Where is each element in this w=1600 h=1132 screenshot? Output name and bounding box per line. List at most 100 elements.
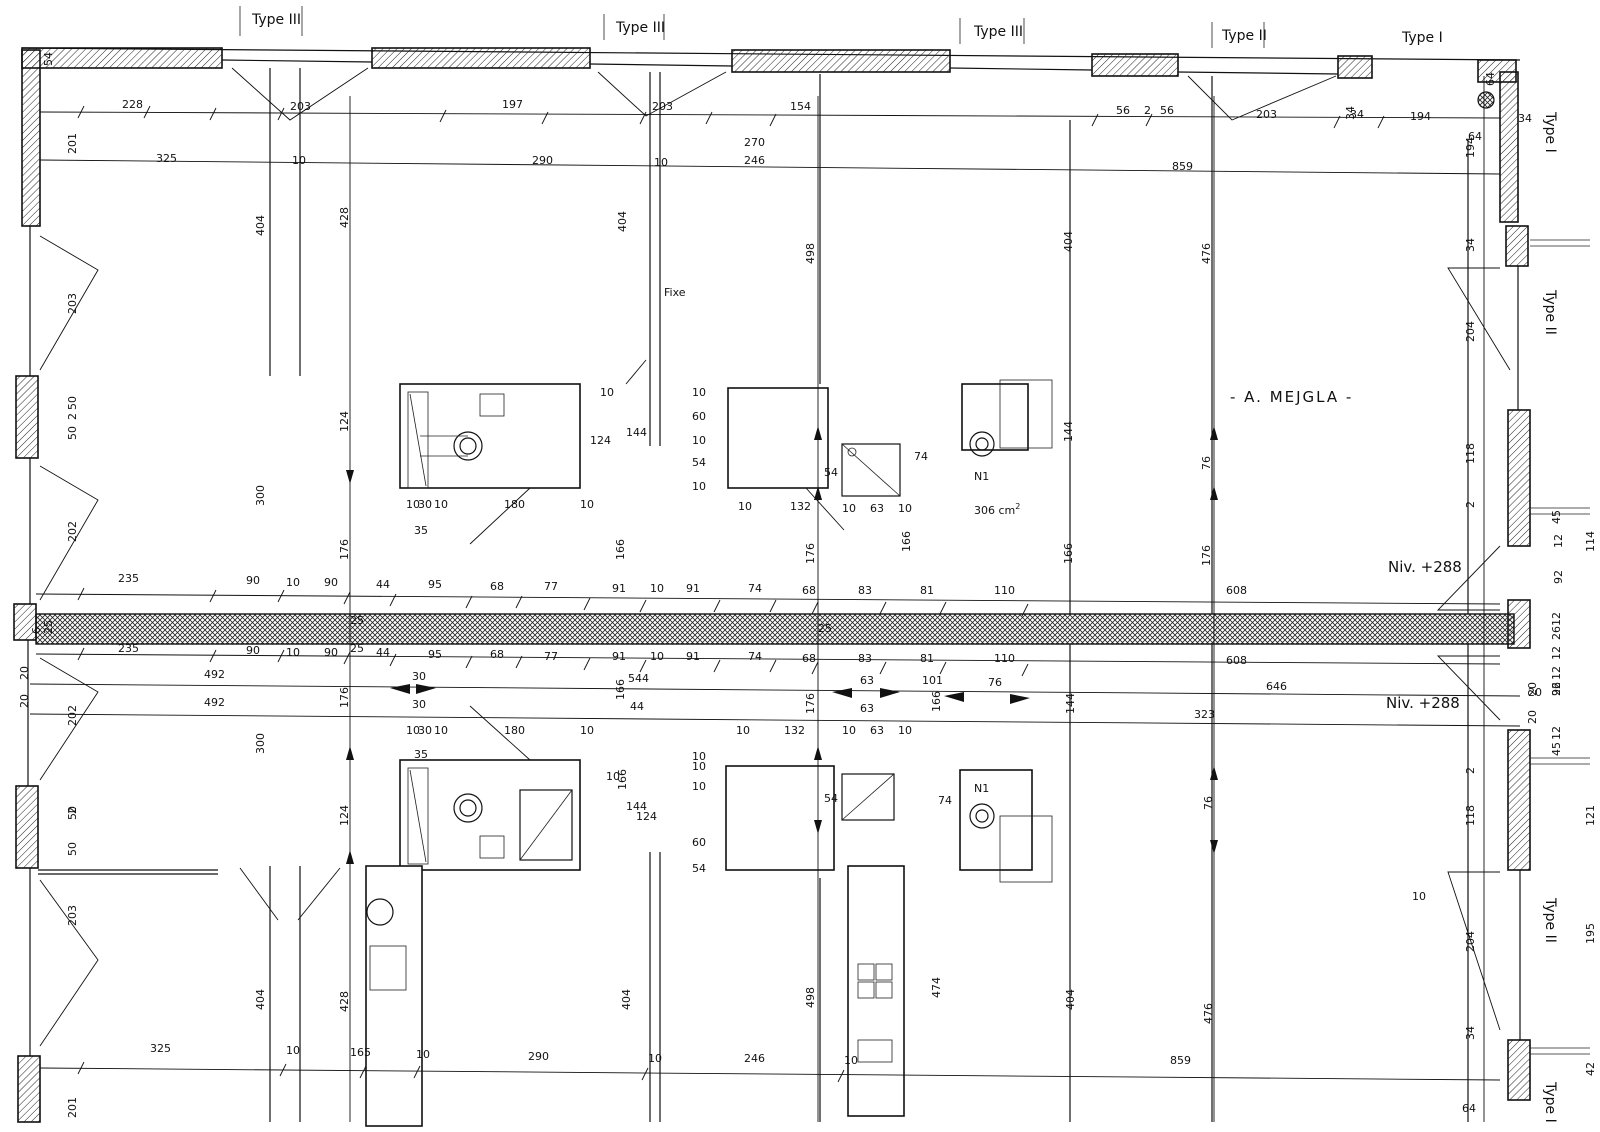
dimension-label: 246 bbox=[744, 1052, 765, 1065]
dimension-label: 35 bbox=[414, 524, 428, 537]
sketch-note: 270 bbox=[744, 136, 765, 149]
dimension-label: 197 bbox=[502, 98, 523, 111]
dimension-label: 608 bbox=[1226, 584, 1247, 597]
kitchen-counter bbox=[365, 865, 423, 1127]
dimension-label: 544 bbox=[628, 672, 649, 685]
left-wall-segment bbox=[15, 375, 39, 459]
dimension-label: 608 bbox=[1226, 654, 1247, 667]
dimension-label: 195 bbox=[1584, 923, 1597, 944]
dimension-label: 10 bbox=[1412, 890, 1426, 903]
dimension-label: 50 bbox=[66, 842, 79, 856]
dimension-label: 12 bbox=[1552, 534, 1565, 548]
dimension-label: 2 bbox=[1464, 501, 1477, 508]
dimension-label: 203 bbox=[66, 293, 79, 314]
round-shaft bbox=[961, 383, 1029, 451]
slab-band bbox=[35, 613, 1515, 645]
dimension-label: 81 bbox=[920, 652, 934, 665]
dimension-label: 114 bbox=[1584, 531, 1597, 552]
area-label: 306 cm2 bbox=[974, 502, 1020, 517]
dimension-label: 202 bbox=[66, 521, 79, 542]
dimension-label: 91 bbox=[686, 650, 700, 663]
dimension-label: 154 bbox=[790, 100, 811, 113]
dimension-label: 76 bbox=[1200, 456, 1213, 470]
dimension-label: 42 bbox=[1584, 1062, 1597, 1076]
dimension-label: 30 bbox=[412, 670, 426, 683]
dimension-label: 77 bbox=[544, 650, 558, 663]
left-wall-segment bbox=[21, 49, 41, 227]
dimension-label: 26 bbox=[1550, 626, 1563, 640]
dimension-label: 204 bbox=[1464, 931, 1477, 952]
right-wall-segment bbox=[1507, 409, 1531, 547]
dimension-label: 203 bbox=[1256, 108, 1277, 121]
round-shaft-lower bbox=[959, 769, 1033, 871]
top-wall-segment bbox=[371, 47, 591, 69]
dimension-label: 235 bbox=[118, 642, 139, 655]
left-wall-segment bbox=[17, 1055, 41, 1123]
shaft-outline bbox=[727, 387, 829, 489]
dimension-label: 10 bbox=[692, 434, 706, 447]
type-tag: Type II bbox=[1221, 28, 1267, 44]
top-wall-segment bbox=[1091, 53, 1179, 77]
dimension-label: 63 bbox=[870, 724, 884, 737]
dimension-label: 144 bbox=[1064, 693, 1077, 714]
dimension-label: 176 bbox=[1200, 545, 1213, 566]
dimension-label: 404 bbox=[616, 211, 629, 232]
dimension-label: 646 bbox=[1266, 680, 1287, 693]
dimension-label: 118 bbox=[1464, 443, 1477, 464]
dimension-label: 91 bbox=[686, 582, 700, 595]
dimension-label: 10 bbox=[286, 646, 300, 659]
dimension-label: 90 bbox=[324, 576, 338, 589]
partitions bbox=[38, 68, 1469, 1122]
marker-label: N1 bbox=[974, 470, 989, 483]
dimension-label: 10 bbox=[434, 724, 448, 737]
dimension-label: 56 bbox=[1116, 104, 1130, 117]
dimension-label: 176 bbox=[338, 687, 351, 708]
dimension-label: 166 bbox=[900, 531, 913, 552]
dimension-label: 90 bbox=[246, 574, 260, 587]
dimension-label: 10 bbox=[692, 760, 706, 773]
dimension-label: 10 bbox=[286, 1044, 300, 1057]
dimension-label: 25 bbox=[350, 614, 364, 627]
right-wall-segment bbox=[1499, 71, 1519, 223]
dimension-label: 498 bbox=[804, 243, 817, 264]
dimension-label: 54 bbox=[824, 792, 838, 805]
dimension-label: 10 bbox=[580, 498, 594, 511]
dimension-label: 10 bbox=[898, 502, 912, 515]
dimension-label: 68 bbox=[802, 584, 816, 597]
right-wall-segment bbox=[1507, 1039, 1531, 1101]
dimension-label: 64 bbox=[1484, 72, 1497, 86]
dimension-label: 176 bbox=[338, 539, 351, 560]
round-fixture-lower bbox=[969, 803, 995, 829]
dimension-label: 83 bbox=[858, 652, 872, 665]
dimension-label: 10 bbox=[606, 770, 620, 783]
dimension-label: 10 bbox=[654, 156, 668, 169]
dimension-label: 194 bbox=[1410, 110, 1431, 123]
level-label: Niv. +288 bbox=[1388, 558, 1462, 576]
dimension-label: 10 bbox=[286, 576, 300, 589]
dimension-label: 25 bbox=[350, 642, 364, 655]
bathroom-outline-lower bbox=[399, 759, 581, 871]
dimension-label: 10 bbox=[648, 1052, 662, 1065]
dimension-label: 492 bbox=[204, 696, 225, 709]
dimension-label: 30 bbox=[418, 724, 432, 737]
dimension-label: 2 bbox=[1464, 767, 1477, 774]
dimension-label: 12 bbox=[1550, 666, 1563, 680]
dimension-label: 64 bbox=[1462, 1102, 1476, 1115]
dimension-label: 10 bbox=[844, 1054, 858, 1067]
dimension-label: 203 bbox=[290, 100, 311, 113]
dimension-label: 166 bbox=[1062, 543, 1075, 564]
top-wall-segment bbox=[731, 49, 951, 73]
dimension-label: 10 bbox=[692, 750, 706, 763]
dimension-label: 76 bbox=[988, 676, 1002, 689]
dimension-label: 20 bbox=[1528, 686, 1542, 699]
dimension-label: 20 bbox=[18, 694, 31, 708]
dimension-label: 132 bbox=[790, 500, 811, 513]
dimension-label: 132 bbox=[784, 724, 805, 737]
dimension-label: 35 bbox=[414, 748, 428, 761]
dimension-label: 2 bbox=[66, 413, 79, 420]
window-swings bbox=[39, 67, 1511, 1047]
dimension-label: 428 bbox=[338, 991, 351, 1012]
dimension-label: 20 bbox=[1526, 682, 1539, 696]
